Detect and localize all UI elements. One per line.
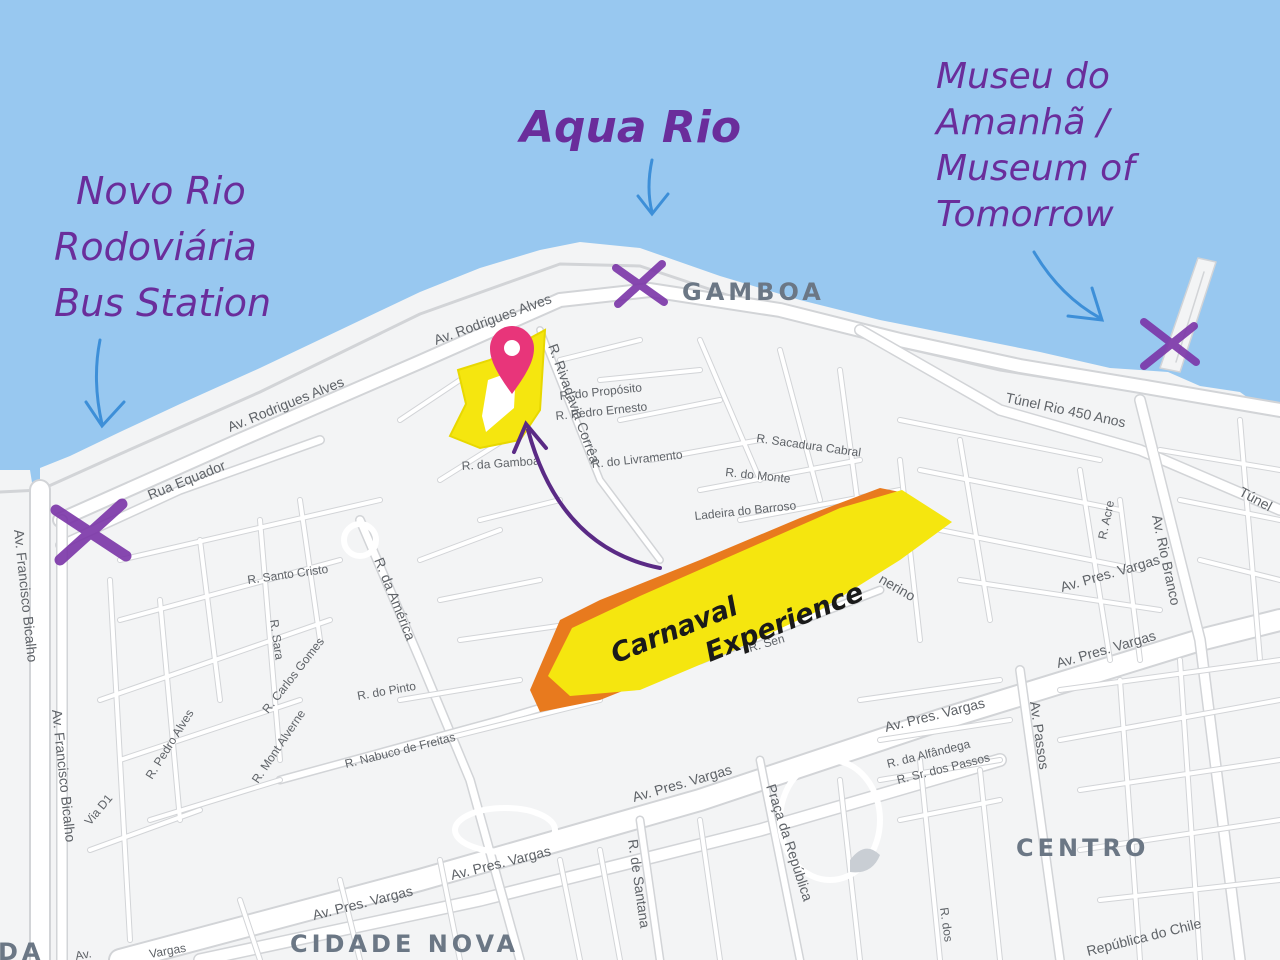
praca-republica-park bbox=[777, 757, 883, 883]
plaza-oval bbox=[452, 805, 558, 855]
curved-arrow-icon bbox=[512, 420, 662, 570]
label-vargas-frag: Vargas bbox=[148, 941, 187, 960]
museu-line-2: Amanhã / bbox=[934, 102, 1113, 143]
district-da-fragment: DA bbox=[0, 938, 45, 960]
label-r-dos: R. dos bbox=[937, 906, 956, 942]
museu-line-1: Museu do bbox=[936, 56, 1110, 97]
x-mark-icon bbox=[1140, 318, 1200, 370]
museu-line-4: Tomorrow bbox=[936, 194, 1114, 235]
water-bay bbox=[0, 0, 1280, 495]
novo-rio-line-1: Novo Rio bbox=[76, 169, 246, 213]
roundabout bbox=[341, 521, 379, 559]
map-pin-icon bbox=[490, 326, 534, 394]
label-r-sara: R. Sara bbox=[267, 618, 287, 661]
arrow-down-icon bbox=[636, 158, 670, 217]
arrow-down-icon bbox=[1032, 250, 1105, 322]
x-mark-icon bbox=[50, 498, 132, 566]
carnaval-brush-highlight bbox=[530, 488, 952, 712]
x-mark-icon bbox=[612, 260, 668, 308]
annotation-museu: Museu do Amanhã / Museum of Tomorrow bbox=[934, 56, 1140, 235]
minor-streets bbox=[87, 337, 1280, 960]
annotation-aqua-rio: Aqua Rio bbox=[517, 102, 741, 153]
district-centro: CENTRO bbox=[1016, 834, 1149, 862]
label-r-gamboa: R. da Gamboa bbox=[461, 454, 540, 473]
museu-line-3: Museum of bbox=[936, 148, 1140, 189]
label-r-monte: R. do Monte bbox=[725, 465, 792, 486]
novo-rio-line-3: Bus Station bbox=[54, 281, 271, 325]
label-av-frag: Av. bbox=[74, 946, 92, 960]
arrow-down-icon bbox=[84, 338, 126, 429]
district-cidade-nova: CIDADE NOVA bbox=[290, 930, 519, 958]
novo-rio-line-2: Rodoviária bbox=[54, 225, 257, 269]
pond bbox=[850, 848, 880, 873]
annotation-novo-rio: Novo Rio Rodoviária Bus Station bbox=[54, 169, 271, 325]
district-gamboa: GAMBOA bbox=[682, 278, 825, 306]
